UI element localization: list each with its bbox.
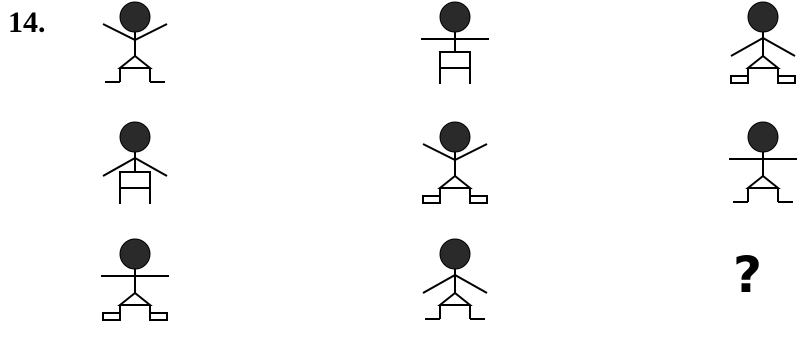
figure-r3-c2 xyxy=(405,237,505,347)
arm-left-lowered xyxy=(423,275,455,293)
body-triangle xyxy=(120,56,150,68)
stick-figure-svg xyxy=(85,237,185,347)
head-circle xyxy=(748,2,778,32)
foot-box-left xyxy=(731,76,748,83)
head-circle xyxy=(120,2,150,32)
body-triangle xyxy=(440,293,470,305)
stick-figure-svg xyxy=(713,0,798,110)
body-triangle xyxy=(748,56,778,68)
head-circle xyxy=(440,239,470,269)
stick-figure-svg xyxy=(713,120,798,230)
head-circle xyxy=(440,2,470,32)
foot-box-left xyxy=(103,313,120,320)
question-number: 14. xyxy=(8,6,46,40)
head-circle xyxy=(120,122,150,152)
foot-box-right xyxy=(150,313,167,320)
body-triangle xyxy=(748,176,778,188)
missing-figure-question-mark: ? xyxy=(733,250,762,300)
head-circle xyxy=(120,239,150,269)
figure-r2-c1 xyxy=(85,120,185,230)
arm-right-lowered xyxy=(763,38,795,56)
figure-r1-c2 xyxy=(405,0,505,110)
figure-r2-c3 xyxy=(713,120,798,230)
body-rectangle-upper xyxy=(120,172,150,188)
figure-r3-c1 xyxy=(85,237,185,347)
stick-figure-svg xyxy=(405,237,505,347)
head-circle xyxy=(440,122,470,152)
arm-left-lowered xyxy=(731,38,763,56)
body-rectangle-upper xyxy=(440,52,470,68)
figure-r1-c3 xyxy=(713,0,798,110)
figure-r2-c2 xyxy=(405,120,505,230)
arm-right-lowered xyxy=(455,275,487,293)
stick-figure-svg xyxy=(85,0,185,110)
foot-box-right xyxy=(470,196,487,203)
head-circle xyxy=(748,122,778,152)
body-triangle xyxy=(120,293,150,305)
figure-r1-c1 xyxy=(85,0,185,110)
foot-box-left xyxy=(423,196,440,203)
stick-figure-svg xyxy=(85,120,185,230)
body-triangle xyxy=(440,176,470,188)
stick-figure-svg xyxy=(405,0,505,110)
foot-box-right xyxy=(778,76,795,83)
stick-figure-svg xyxy=(405,120,505,230)
